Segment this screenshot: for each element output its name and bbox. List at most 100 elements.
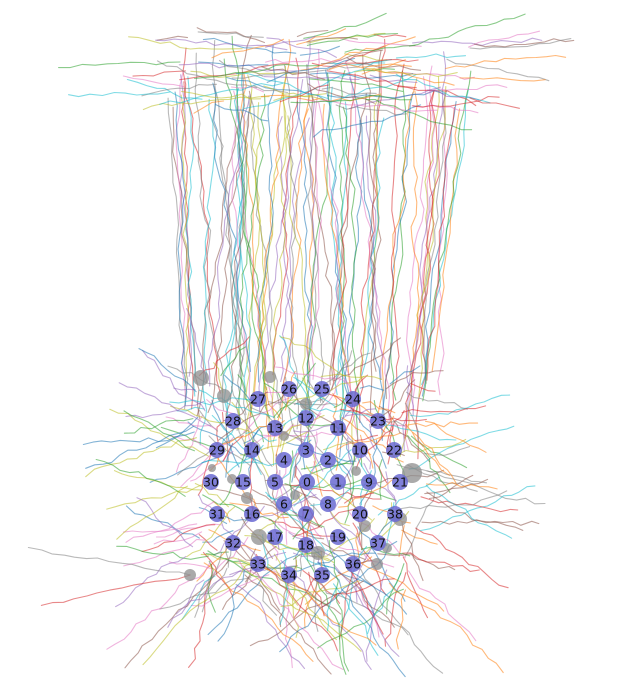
basal-dendrite-469 <box>309 540 406 678</box>
tuft-branch-91 <box>196 27 265 44</box>
node-9: 9 <box>361 474 377 490</box>
basal-dendrite-454 <box>249 580 364 647</box>
node-label: 19 <box>330 530 346 545</box>
basal-dendrite-523 <box>424 446 471 456</box>
tuft-branch-126 <box>202 37 297 54</box>
node-marker <box>320 496 336 512</box>
basal-dendrite-479 <box>325 549 408 615</box>
node-6: 6 <box>276 496 292 512</box>
node-label: 24 <box>345 392 361 407</box>
node-marker <box>244 506 260 522</box>
apical-fiber-25 <box>196 112 240 417</box>
node-25: 25 <box>314 381 330 397</box>
basal-dendrite-450 <box>348 557 445 612</box>
apical-fiber-84 <box>174 91 188 407</box>
apical-fiber-80 <box>180 94 191 386</box>
node-10: 10 <box>352 442 368 458</box>
apical-fiber-57 <box>235 95 251 431</box>
soma-6 <box>241 492 253 504</box>
soma-5 <box>227 474 237 484</box>
tuft-branch-173 <box>218 59 264 77</box>
soma-4 <box>208 464 216 472</box>
node-34: 34 <box>281 567 297 583</box>
node-label: 0 <box>303 475 311 490</box>
apical-fiber-10 <box>349 77 388 430</box>
apical-fiber-65 <box>362 54 377 414</box>
apical-fiber-43 <box>331 73 356 391</box>
apical-fiber-4 <box>277 116 293 405</box>
basal-dendrite-492 <box>321 578 395 608</box>
apical-fiber-63 <box>404 90 435 439</box>
tuft-branch-144 <box>181 90 262 100</box>
tuft-branch-166 <box>312 104 422 138</box>
basal-dendrite-327 <box>307 431 318 480</box>
node-label: 6 <box>280 497 288 512</box>
tuft-branch-157 <box>211 38 285 59</box>
apical-fiber-47 <box>283 64 300 430</box>
node-marker <box>209 506 225 522</box>
soma-layer <box>184 370 422 581</box>
node-marker <box>267 529 283 545</box>
tuft-branch-162 <box>467 30 541 48</box>
apical-fiber-7 <box>211 39 247 416</box>
tuft-branch-163 <box>321 86 377 95</box>
node-23: 23 <box>370 413 386 429</box>
tuft-branch-103 <box>197 31 264 38</box>
tuft-branch-119 <box>179 63 289 81</box>
basal-dendrite-423 <box>378 459 383 501</box>
tuft-branch-113 <box>156 60 258 89</box>
basal-dendrite-422 <box>338 477 399 508</box>
node-label: 32 <box>225 536 241 551</box>
apical-fiber-62 <box>238 93 266 421</box>
basal-dendrite-410 <box>169 397 258 406</box>
apical-fiber-19 <box>334 101 348 396</box>
node-marker <box>314 381 330 397</box>
apical-fiber-58 <box>247 74 275 466</box>
tuft-branch-158 <box>306 32 399 46</box>
node-31: 31 <box>209 506 225 522</box>
basal-dendrite-513 <box>426 470 546 505</box>
basal-dendrite-413 <box>344 448 359 524</box>
tuft-branch-128 <box>365 98 473 131</box>
basal-dendrite-430 <box>282 394 327 427</box>
soma-8 <box>311 546 325 560</box>
apical-fiber-67 <box>306 64 325 403</box>
basal-dendrite-409 <box>186 506 236 558</box>
tuft-branch-161 <box>261 66 325 80</box>
basal-dendrite-258 <box>236 424 272 500</box>
basal-dendrite-502 <box>123 538 206 567</box>
node-marker <box>352 506 368 522</box>
node-35: 35 <box>314 567 330 583</box>
basal-dendrite-519 <box>420 496 519 513</box>
node-label: 9 <box>365 475 373 490</box>
apical-fiber-82 <box>185 76 197 397</box>
tuft-branch-176 <box>58 61 181 69</box>
node-marker <box>345 391 361 407</box>
node-label: 7 <box>302 507 310 522</box>
node-label: 3 <box>302 443 310 458</box>
apical-fiber-44 <box>365 115 384 380</box>
tuft-branch-115 <box>159 82 284 105</box>
tuft-branch-101 <box>296 29 329 38</box>
basal-dendrite-505 <box>408 425 515 470</box>
tuft-branch-141 <box>156 35 189 41</box>
node-label: 31 <box>209 507 225 522</box>
apical-fiber-75 <box>418 85 447 398</box>
tuft-branch-112 <box>426 84 508 94</box>
basal-dendrite-530 <box>136 497 194 548</box>
basal-dendrite-458 <box>181 575 216 620</box>
node-3: 3 <box>298 442 314 458</box>
node-30: 30 <box>203 474 219 490</box>
basal-dendrite-539 <box>401 405 487 414</box>
apical-fiber-39 <box>238 73 252 393</box>
node-2: 2 <box>320 452 336 468</box>
basal-dendrite-385 <box>302 484 361 546</box>
basal-dendrite-353 <box>292 519 310 540</box>
basal-dendrite-484 <box>124 560 229 669</box>
apical-fiber-14 <box>305 41 316 384</box>
tuft-branch-179 <box>459 77 546 82</box>
basal-dendrite-333 <box>360 546 411 557</box>
node-label: 11 <box>330 421 346 436</box>
node-17: 17 <box>267 529 283 545</box>
